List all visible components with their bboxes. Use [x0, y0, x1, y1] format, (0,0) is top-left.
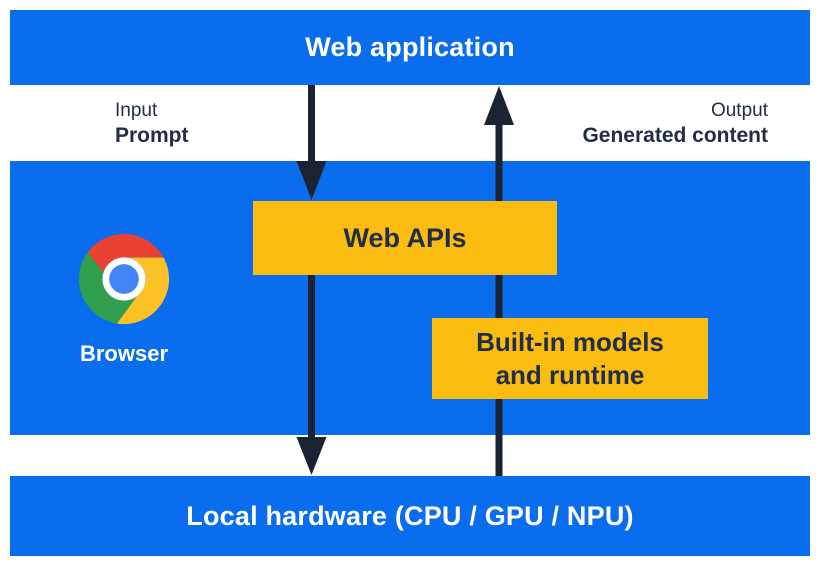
browser-label: Browser	[79, 341, 169, 366]
web-apis-label: Web APIs	[343, 222, 467, 253]
web-application-label: Web application	[305, 32, 515, 62]
input-label-group: Input Prompt	[115, 99, 189, 149]
web-application-bar: Web application	[10, 10, 810, 85]
output-title: Output	[710, 100, 768, 121]
builtin-models-label-line2: and runtime	[495, 359, 645, 390]
generated-content-up-arrow	[484, 86, 514, 476]
chrome-logo-icon	[78, 233, 170, 325]
input-title: Input	[115, 100, 158, 121]
output-label-group: Output Generated content	[582, 99, 768, 149]
builtin-models-box: Built-in models and runtime	[432, 318, 708, 399]
builtin-models-label-line1: Built-in models	[476, 326, 664, 357]
local-hardware-bar: Local hardware (CPU / GPU / NPU)	[10, 476, 810, 556]
input-value-prompt: Prompt	[115, 124, 189, 147]
prompt-flow-down-arrow	[296, 85, 327, 475]
local-hardware-label: Local hardware (CPU / GPU / NPU)	[186, 500, 634, 531]
output-value-generated-content: Generated content	[582, 124, 768, 147]
web-apis-box: Web APIs	[253, 201, 557, 275]
